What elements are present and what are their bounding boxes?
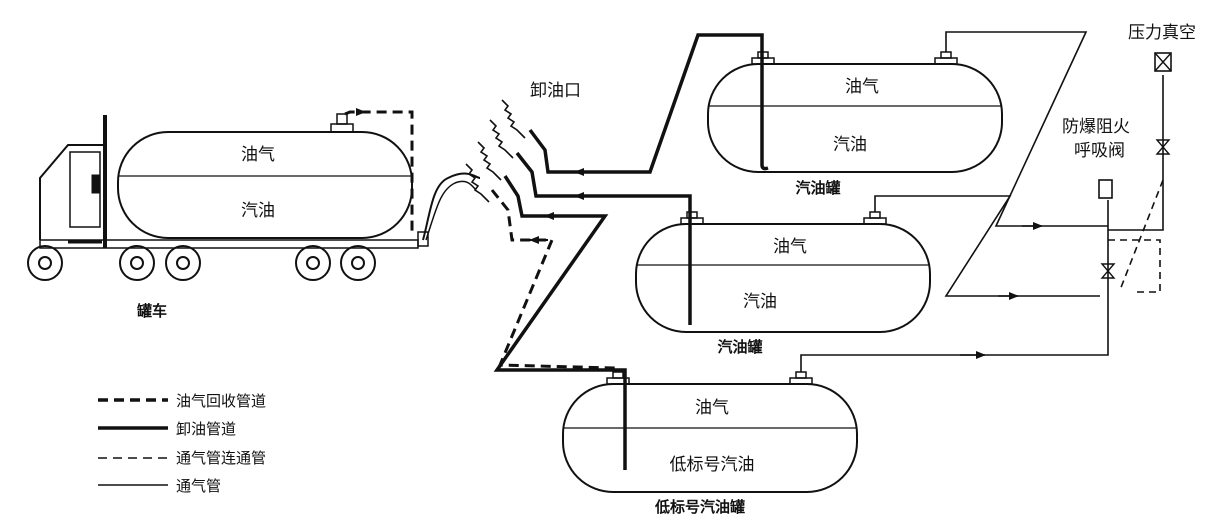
tank-mid-vapor: 油气	[773, 237, 807, 257]
hose-2	[425, 180, 477, 241]
unload-port-label: 卸油口	[530, 81, 581, 101]
vapor-recovery-pipe	[490, 189, 616, 370]
tank-top-vapor: 油气	[845, 77, 879, 97]
tank-truck	[27, 113, 429, 281]
pressure-vacuum-label: 压力真空	[1128, 23, 1196, 43]
legend-label-vapor-recovery: 油气回收管道	[176, 392, 266, 410]
flame-arrester-box	[1098, 179, 1113, 199]
hose-1	[422, 172, 481, 241]
tank-top-gasoline: 汽油	[833, 135, 867, 155]
tank-mid-gasoline: 汽油	[743, 292, 777, 312]
tank-mid-name: 汽油罐	[717, 338, 762, 356]
unload-pipe-mid-tank	[515, 151, 692, 325]
legend: 油气回收管道 卸油管道 通气管连通管 通气管	[98, 392, 266, 495]
tank-low	[562, 371, 858, 493]
tank-top-name: 汽油罐	[795, 179, 840, 197]
truck-vapor-label: 油气	[241, 145, 275, 165]
vent-pipe-mid-tank	[874, 195, 1100, 297]
truck-handle	[91, 174, 101, 194]
truck-gasoline-label: 汽油	[241, 201, 275, 221]
tank-top	[707, 51, 1003, 173]
unload-pipe-low-tank	[493, 175, 627, 470]
truck-vapor-return-pipe	[344, 110, 414, 232]
flame-arrester-label-1: 防爆阻火	[1062, 117, 1130, 137]
vent-connector-pipe	[1108, 179, 1164, 293]
valve-upper	[1155, 139, 1171, 155]
truck-label: 罐车	[136, 302, 167, 320]
truck-wheels	[27, 245, 376, 281]
tank-low-gasoline: 低标号汽油	[670, 455, 755, 475]
unload-pipe-top-tank	[528, 33, 769, 174]
truck-manhole	[330, 123, 354, 133]
tank-mid	[635, 211, 931, 333]
truck-outlet	[417, 231, 429, 247]
valve-lower	[1100, 263, 1116, 279]
tank-low-name: 低标号汽油罐	[654, 498, 745, 516]
flame-arrester-label-2: 呼吸阀	[1074, 141, 1125, 161]
unload-ports	[465, 99, 526, 203]
truck-tank	[117, 131, 413, 239]
legend-label-vent: 通气管	[176, 477, 221, 495]
vent-riser	[1108, 75, 1164, 231]
legend-label-vent-connector: 通气管连通管	[176, 449, 266, 467]
legend-label-unloading: 卸油管道	[176, 420, 236, 438]
tank-low-vapor: 油气	[695, 398, 729, 418]
